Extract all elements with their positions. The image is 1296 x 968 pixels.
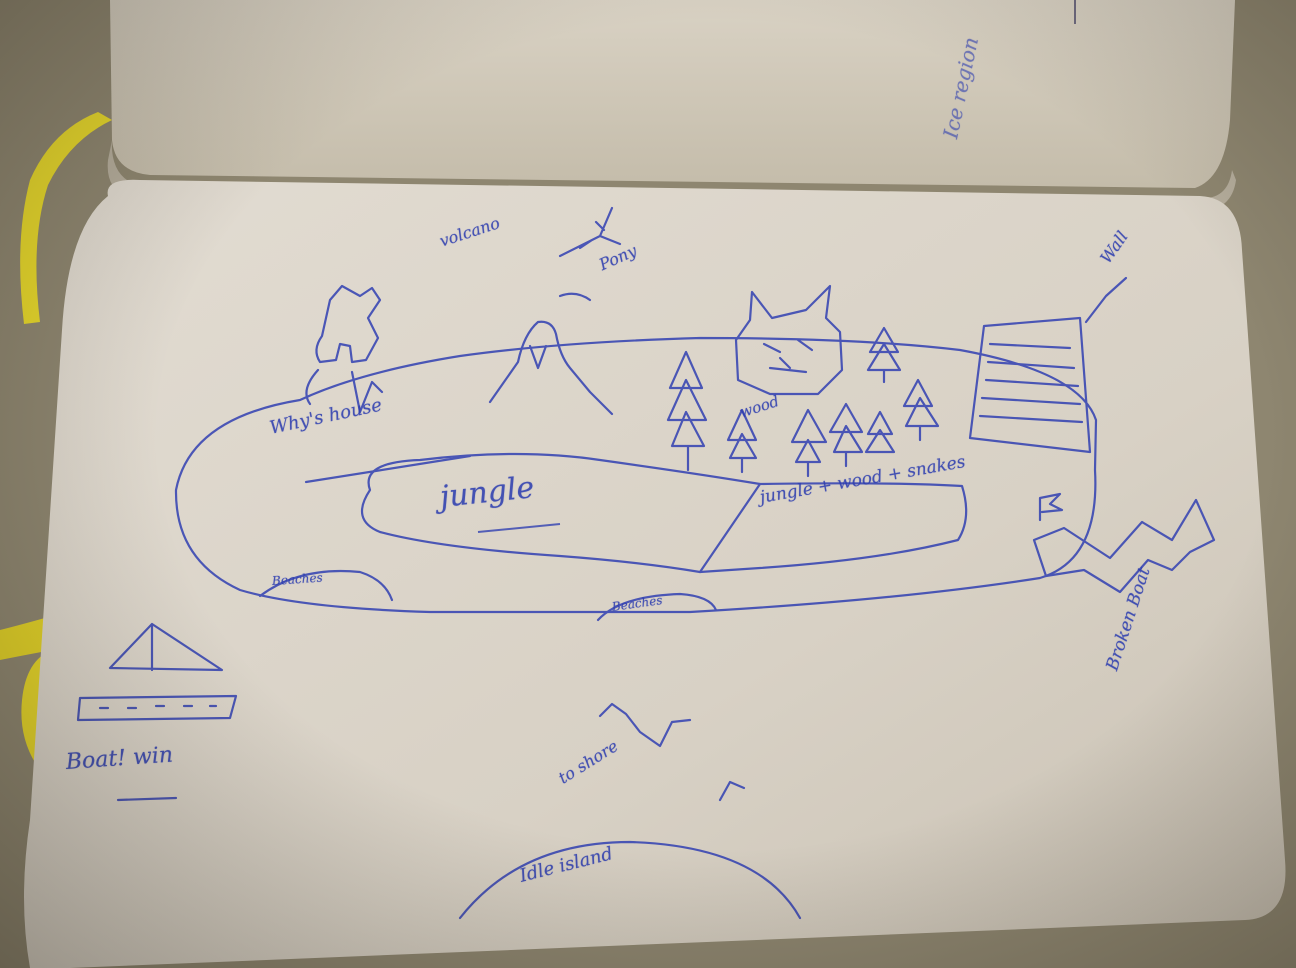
tree-4 <box>902 378 940 442</box>
tree-6 <box>790 408 828 478</box>
jungle-outline <box>360 452 968 574</box>
beach-left <box>258 569 394 602</box>
island-bottom-outline <box>458 840 802 920</box>
cat-head-drawing <box>734 284 844 396</box>
shore-sketch <box>598 702 746 802</box>
tree-7 <box>864 410 896 454</box>
volcano-drawing <box>488 320 614 416</box>
wall-drawing <box>968 316 1092 454</box>
broken-boat-drawing <box>1032 498 1216 594</box>
tree-3 <box>866 326 902 384</box>
flag-drawing <box>1038 492 1064 522</box>
ribbon-bookmark <box>20 112 112 324</box>
tree-5 <box>828 402 864 468</box>
whys-house-drawing <box>315 284 382 364</box>
beach-mid <box>596 592 718 622</box>
boat-drawing <box>108 622 224 672</box>
top-page <box>110 0 1235 188</box>
tree-2 <box>726 408 758 474</box>
main-page <box>24 179 1286 968</box>
tree-1 <box>666 350 708 472</box>
